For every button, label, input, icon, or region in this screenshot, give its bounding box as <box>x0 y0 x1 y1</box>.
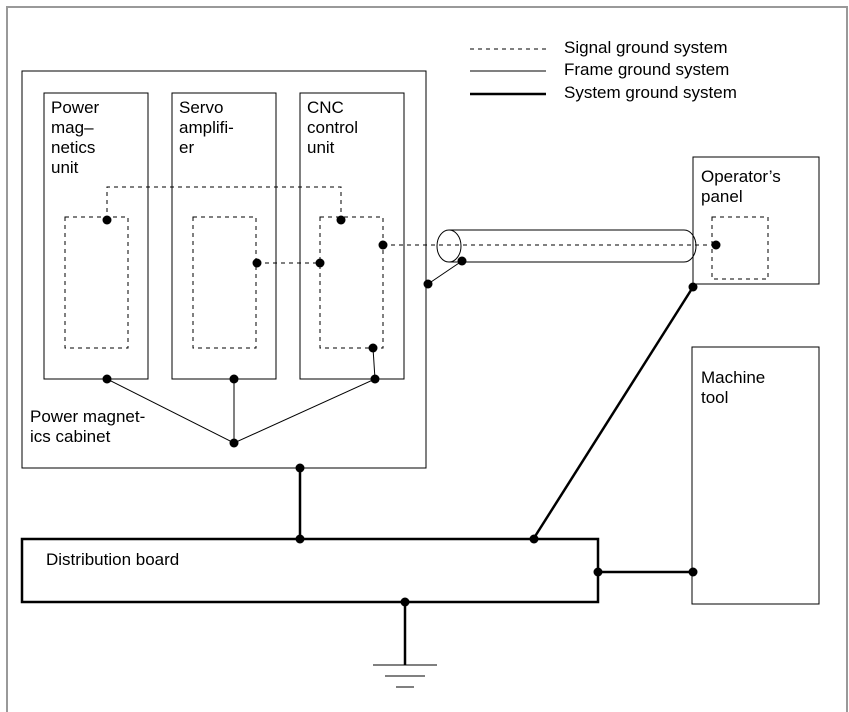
pmu-signal-board <box>64 216 129 349</box>
cabinet-label: Power magnet- ics cabinet <box>30 407 146 446</box>
servo-signal-board <box>192 216 257 349</box>
operators-panel-board <box>711 216 769 280</box>
frame-wire-unit-ground <box>106 378 376 444</box>
signal-wire-pmu-cnc <box>106 186 342 220</box>
machine-tool-box <box>691 346 820 605</box>
cable-end-right <box>683 229 697 263</box>
legend-system-label: System ground system <box>564 83 737 102</box>
cable-end-left <box>436 229 462 263</box>
servo-amplifier-label: Servo amplifi- er <box>179 98 234 157</box>
dot-panel-frame <box>688 282 698 292</box>
dot-cabinet-shield <box>423 279 433 289</box>
page-frame <box>6 6 848 712</box>
cable-shield-ground <box>427 260 463 285</box>
power-magnetics-cabinet <box>21 70 427 469</box>
legend-frame-label: Frame ground system <box>564 60 730 79</box>
cnc-signal-board <box>319 216 384 349</box>
dot-servo-frame <box>229 374 239 384</box>
power-magnetics-unit-box <box>43 92 149 380</box>
dot-board-panel <box>529 534 539 544</box>
dot-cnc-signal-right <box>378 240 388 250</box>
dot-common-frame <box>229 438 239 448</box>
dot-pmu-signal <box>102 215 112 225</box>
operators-panel-label: Operator’s panel <box>701 167 781 206</box>
dot-board-earth <box>400 597 410 607</box>
frame-wire-cnc-board <box>372 347 376 380</box>
dot-board-cabinet <box>295 534 305 544</box>
cnc-control-unit-box <box>299 92 405 380</box>
dot-cnc-frame <box>370 374 380 384</box>
dot-servo-signal <box>252 258 262 268</box>
machine-tool-label: Machine tool <box>701 368 766 407</box>
legend-signal-label: Signal ground system <box>564 38 728 57</box>
dot-cnc-board-frame <box>368 343 378 353</box>
operators-panel-box <box>692 156 820 285</box>
distribution-board-label: Distribution board <box>46 550 180 569</box>
dot-panel-signal <box>711 240 721 250</box>
dot-board-machine <box>593 567 603 577</box>
servo-amplifier-box <box>171 92 277 380</box>
distribution-board-box <box>20 537 600 604</box>
dot-cabinet-system <box>295 463 305 473</box>
dot-cnc-signal-top <box>336 215 346 225</box>
system-wire-panel-board <box>532 286 695 539</box>
dot-cnc-signal-left <box>315 258 325 268</box>
dot-machine-system <box>688 567 698 577</box>
connection-dots <box>102 215 721 607</box>
dot-pmu-frame <box>102 374 112 384</box>
power-magnetics-unit-label: Power mag– netics unit <box>51 98 100 177</box>
cnc-control-unit-label: CNC control unit <box>307 98 359 157</box>
dot-cable-shield <box>457 256 467 266</box>
